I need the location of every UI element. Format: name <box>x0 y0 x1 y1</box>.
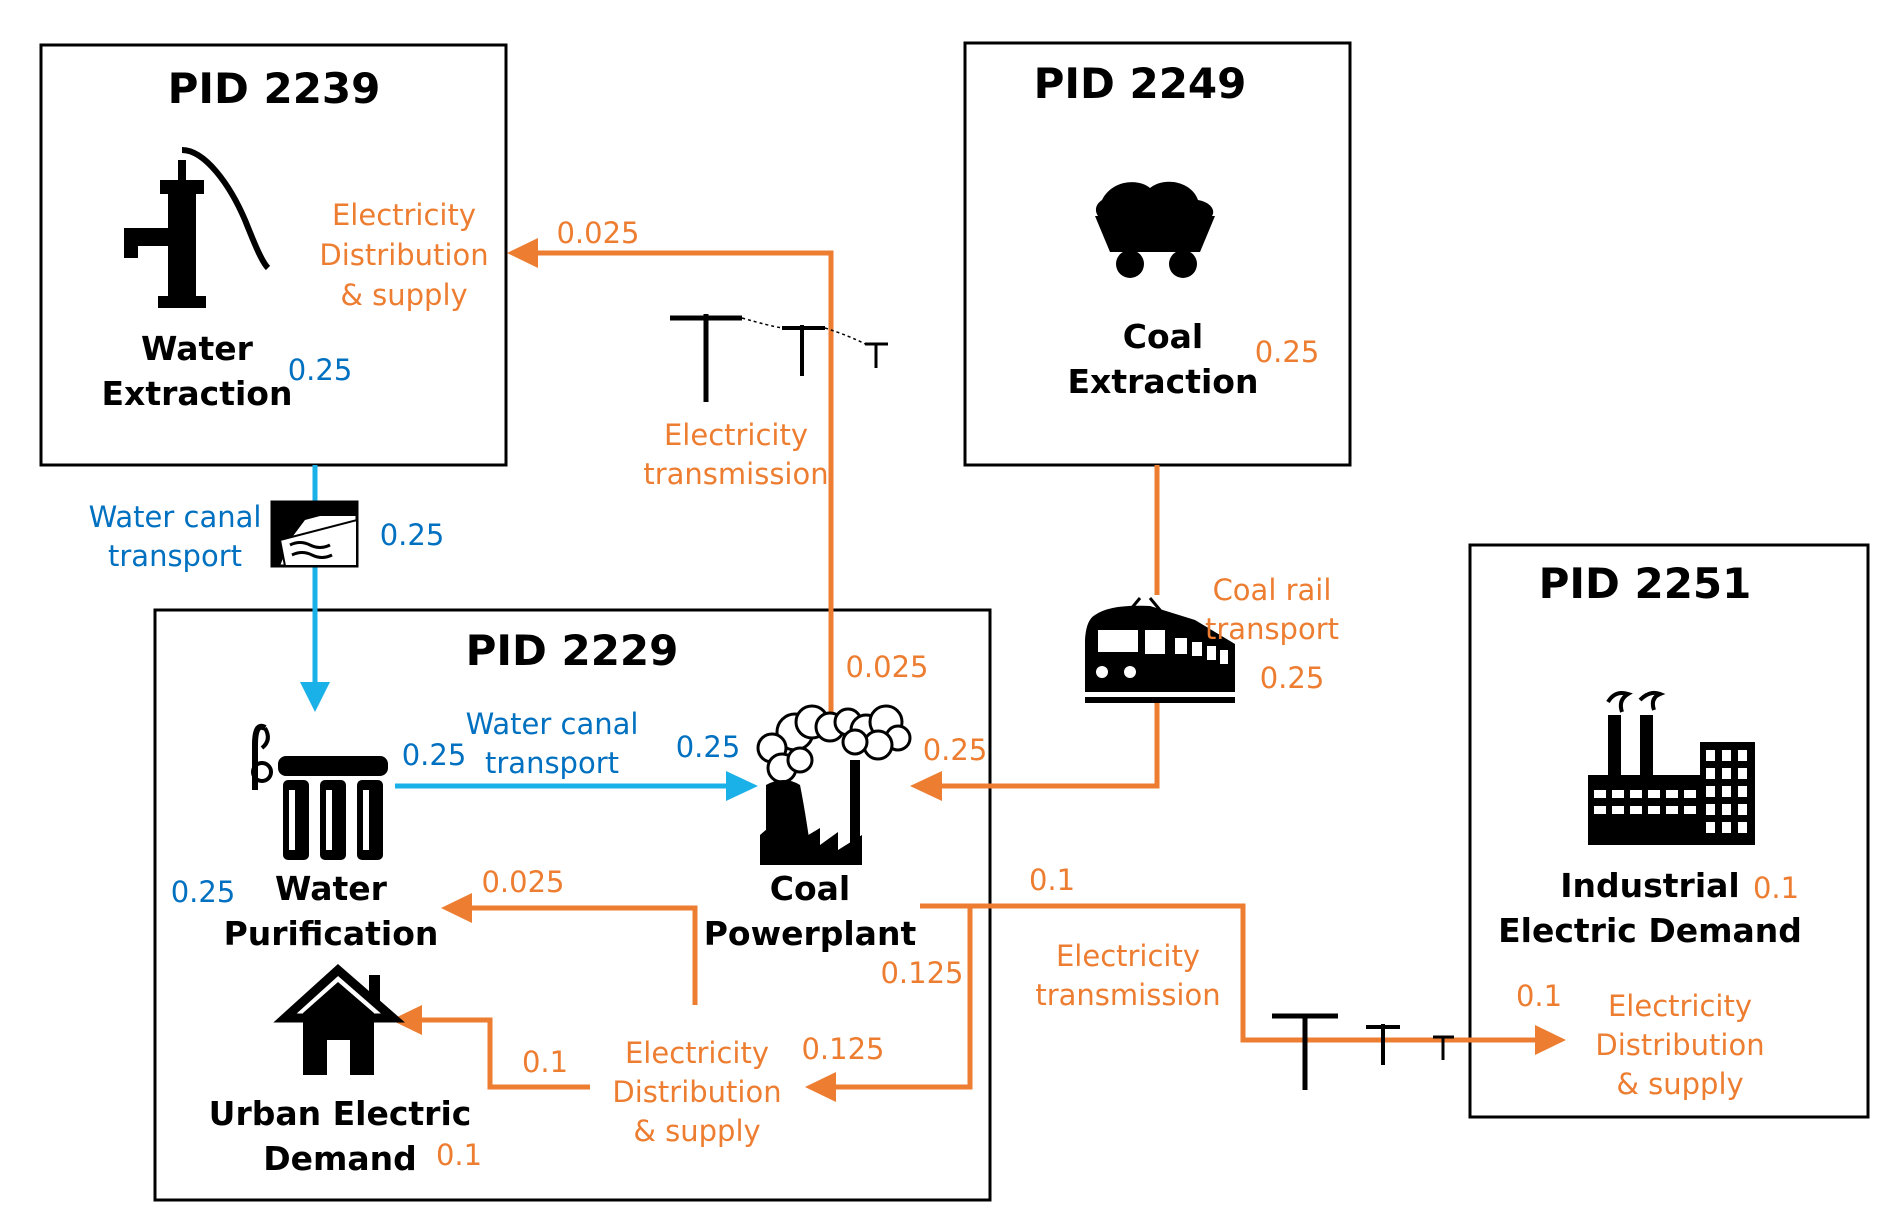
pid-2249-title: PID 2249 <box>1034 59 1247 108</box>
flow-water-canal-arrowhead <box>300 682 330 712</box>
to-distribution-value-b: 0.125 <box>801 1032 884 1066</box>
powerplant-icon <box>756 704 912 865</box>
flow-transmission-right-arrowhead <box>1535 1025 1566 1055</box>
train-icon <box>1085 597 1235 703</box>
water-extraction-value: 0.25 <box>288 353 353 387</box>
pid-2229-dist-line1: Electricity <box>625 1036 769 1070</box>
powerplant-label-line1: Coal <box>770 869 850 908</box>
industrial-demand-value: 0.1 <box>1753 871 1799 905</box>
coal-extraction-label-line1: Coal <box>1123 317 1203 356</box>
box-pid-2239 <box>39 43 508 467</box>
pid-2251-service-line2: Distribution <box>1595 1028 1764 1062</box>
transmission-right-label-line2: transmission <box>1035 978 1220 1012</box>
water-extraction-label-line1: Water <box>141 329 254 368</box>
factory-icon <box>1588 690 1755 845</box>
coal-rail-value: 0.25 <box>1260 661 1325 695</box>
water-purification-label-line2: Purification <box>224 914 439 953</box>
water-filter-icon <box>251 723 388 860</box>
flow-transmission-up-line <box>530 250 834 712</box>
transmission-up-value-top: 0.025 <box>556 216 639 250</box>
water-purification-label-line1: Water <box>275 869 388 908</box>
to-purification-value: 0.025 <box>481 865 564 899</box>
flow-to-urban-arrowhead <box>391 1005 422 1035</box>
house-icon <box>273 963 405 1075</box>
water-canal-icon <box>270 500 359 568</box>
pid-2239-title: PID 2239 <box>168 64 381 113</box>
to-urban-value: 0.1 <box>522 1045 568 1079</box>
industrial-demand-label-line1: Industrial <box>1560 866 1739 905</box>
flow-to-urban-line <box>415 1017 590 1090</box>
pid-2251-service-line1: Electricity <box>1608 989 1752 1023</box>
pid-2229-dist-line2: Distribution <box>612 1075 781 1109</box>
pid-2239-service-line2: Distribution <box>319 238 488 272</box>
pid-2251-service-line3: & supply <box>1616 1067 1743 1101</box>
pid-2251-title: PID 2251 <box>1539 559 1752 608</box>
water-purification-value: 0.25 <box>171 875 236 909</box>
coal-cart-icon <box>1095 181 1215 278</box>
industrial-demand-label-line2: Electric Demand <box>1498 911 1802 950</box>
transmission-up-value-bottom: 0.025 <box>845 650 928 684</box>
flow-coal-rail-line-bottom <box>935 700 1160 789</box>
pid-2239-service-line1: Electricity <box>332 198 476 232</box>
pid-2239-service-line3: & supply <box>340 278 467 312</box>
flow-to-distribution-line <box>830 906 973 1090</box>
pid-2229-title: PID 2229 <box>466 626 679 675</box>
coal-rail-label-line2: transport <box>1205 612 1339 646</box>
flow-to-distribution-arrowhead <box>805 1072 836 1102</box>
transmission-right-value: 0.1 <box>1029 863 1075 897</box>
urban-demand-label-line2: Demand <box>263 1139 417 1178</box>
coal-rail-value-arrive: 0.25 <box>923 733 988 767</box>
flow-to-purification-line <box>465 905 698 1005</box>
flow-transmission-right-line <box>920 903 1540 1043</box>
power-line-icon <box>670 314 888 402</box>
powerplant-label-line2: Powerplant <box>704 914 917 953</box>
pid-2229-dist-line3: & supply <box>633 1114 760 1148</box>
flow-to-purification-arrowhead <box>441 893 472 923</box>
inner-canal-label-line2: transport <box>485 746 619 780</box>
coal-extraction-value: 0.25 <box>1255 335 1320 369</box>
inner-canal-in-value: 0.25 <box>402 738 467 772</box>
water-pump-icon <box>124 147 271 308</box>
to-distribution-value-a: 0.125 <box>880 956 963 990</box>
transmission-right-label-line1: Electricity <box>1056 939 1200 973</box>
coal-rail-label-line1: Coal rail <box>1213 573 1332 607</box>
water-canal-label-line1: Water canal <box>89 500 262 534</box>
transmission-up-label-line1: Electricity <box>664 418 808 452</box>
flow-transmission-up-arrowhead <box>507 238 538 268</box>
water-extraction-label-line2: Extraction <box>102 374 293 413</box>
inner-canal-label-line1: Water canal <box>466 707 639 741</box>
inner-canal-out-value: 0.25 <box>676 730 741 764</box>
pid-2251-service-value: 0.1 <box>1516 979 1562 1013</box>
transmission-up-label-line2: transmission <box>643 457 828 491</box>
urban-demand-value: 0.1 <box>436 1138 482 1172</box>
coal-extraction-label-line2: Extraction <box>1068 362 1259 401</box>
power-line-icon <box>1272 1013 1454 1090</box>
water-canal-value: 0.25 <box>380 518 445 552</box>
box-pid-2251 <box>1468 543 1870 1119</box>
flow-inner-canal-arrowhead <box>726 771 758 801</box>
water-canal-label-line2: transport <box>108 539 242 573</box>
flow-coal-rail-arrowhead <box>910 771 942 801</box>
urban-demand-label-line1: Urban Electric <box>209 1094 472 1133</box>
